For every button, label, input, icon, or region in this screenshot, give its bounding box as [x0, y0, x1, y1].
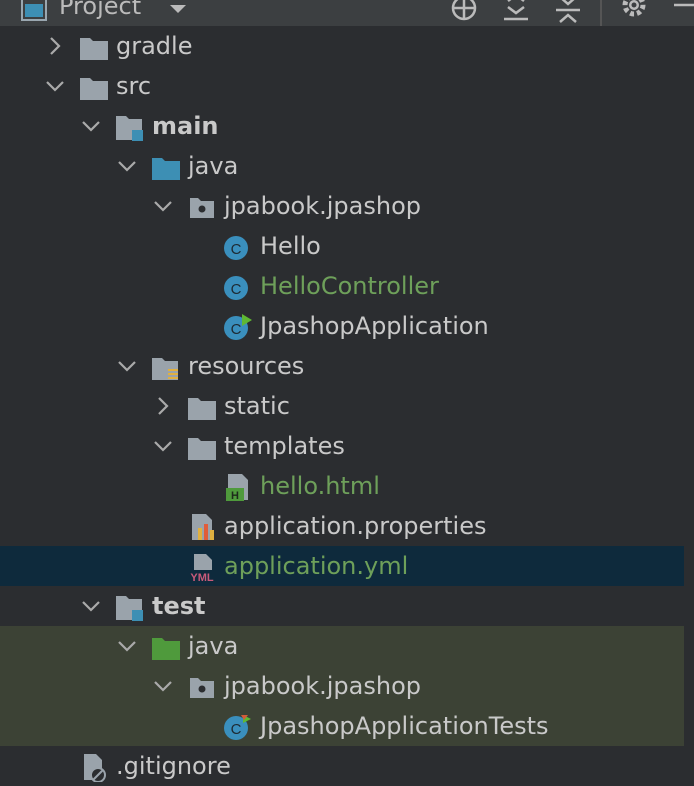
tree-item[interactable]: test — [0, 586, 684, 626]
tree-item-label: java — [188, 152, 239, 180]
module-folder-icon — [116, 116, 143, 141]
chevron-down-icon[interactable] — [152, 435, 174, 457]
tree-item[interactable]: YML application.yml — [0, 546, 684, 586]
chevron-down-icon[interactable] — [152, 195, 174, 217]
tree-item-label: main — [152, 112, 219, 140]
svg-text:C: C — [231, 721, 242, 738]
tree-item-label: Hello — [260, 232, 321, 260]
tree-item-label: jpabook.jpashop — [224, 192, 421, 220]
chevron-down-icon[interactable] — [80, 595, 102, 617]
resources-folder-icon — [152, 358, 178, 380]
tree-scrollbar[interactable] — [684, 26, 694, 784]
chevron-right-icon[interactable] — [152, 395, 174, 417]
html-file-icon: H — [226, 474, 248, 502]
tree-item-label: src — [116, 72, 152, 100]
tree-item-label: application.properties — [224, 512, 487, 540]
tree-item[interactable]: static — [0, 386, 684, 426]
tree-item[interactable]: gradle — [0, 26, 684, 66]
svg-text:C: C — [231, 241, 242, 258]
tree-item[interactable]: java — [0, 146, 684, 186]
folder-icon — [188, 398, 216, 420]
package-icon — [190, 678, 214, 698]
tree-item-label: hello.html — [260, 472, 380, 500]
tree-item[interactable]: C JpashopApplication — [0, 306, 684, 346]
minimize-icon[interactable] — [668, 0, 694, 25]
class-icon: C — [224, 276, 248, 300]
tree-item-label: java — [188, 632, 239, 660]
gear-icon[interactable] — [618, 0, 650, 25]
locate-target-icon[interactable] — [448, 0, 480, 25]
tree-item[interactable]: C JpashopApplicationTests — [0, 706, 684, 746]
svg-text:C: C — [231, 281, 242, 298]
tree-item-label: JpashopApplicationTests — [260, 712, 549, 740]
folder-icon — [80, 38, 108, 60]
source-folder-icon — [152, 158, 180, 180]
chevron-down-icon[interactable] — [80, 115, 102, 137]
properties-file-icon — [192, 514, 214, 540]
panel-title[interactable]: Project — [59, 0, 142, 20]
dropdown-caret-icon[interactable] — [168, 3, 188, 15]
tree-item-label: resources — [188, 352, 305, 380]
folder-icon — [188, 438, 216, 460]
project-window-icon[interactable] — [20, 0, 48, 22]
tree-item[interactable]: jpabook.jpashop — [0, 186, 684, 226]
tree-item-label: templates — [224, 432, 345, 460]
folder-icon — [80, 78, 108, 100]
collapse-all-icon[interactable] — [552, 0, 584, 25]
svg-text:YML: YML — [190, 572, 214, 582]
chevron-down-icon[interactable] — [116, 635, 138, 657]
chevron-down-icon[interactable] — [152, 675, 174, 697]
class-icon: C — [224, 236, 248, 260]
yml-file-icon: YML — [190, 554, 214, 582]
tree-item[interactable]: main — [0, 106, 684, 146]
tree-item[interactable]: .gitignore — [0, 746, 684, 786]
tree-item-label: HelloController — [260, 272, 439, 300]
tree-item-label: test — [152, 592, 206, 620]
test-folder-icon — [152, 638, 180, 660]
tree-item-label: gradle — [116, 32, 193, 60]
package-icon — [190, 198, 214, 218]
chevron-down-icon[interactable] — [44, 75, 66, 97]
tree-item-label: JpashopApplication — [260, 312, 489, 340]
svg-text:C: C — [231, 321, 242, 338]
tree-item[interactable]: src — [0, 66, 684, 106]
module-folder-icon — [116, 596, 143, 621]
tree-item-label: static — [224, 392, 290, 420]
svg-text:H: H — [231, 490, 239, 502]
ignored-file-icon — [84, 754, 106, 782]
tree-item[interactable]: jpabook.jpashop — [0, 666, 684, 706]
toolbar-separator — [600, 0, 602, 26]
test-class-icon: C — [224, 715, 251, 740]
chevron-down-icon[interactable] — [116, 155, 138, 177]
tree-item[interactable]: C Hello — [0, 226, 684, 266]
tree-item[interactable]: resources — [0, 346, 684, 386]
tree-item[interactable]: java — [0, 626, 684, 666]
tree-item[interactable]: C HelloController — [0, 266, 684, 306]
tree-item-label: jpabook.jpashop — [224, 672, 421, 700]
spring-class-icon: C — [224, 314, 252, 340]
tree-item-label: application.yml — [224, 552, 409, 580]
tree-item[interactable]: templates — [0, 426, 684, 466]
tree-item-label: .gitignore — [116, 752, 231, 780]
expand-all-icon[interactable] — [500, 0, 532, 25]
project-toolbar: Project — [0, 0, 694, 26]
tree-item[interactable]: application.properties — [0, 506, 684, 546]
chevron-right-icon[interactable] — [44, 35, 66, 57]
chevron-down-icon[interactable] — [116, 355, 138, 377]
